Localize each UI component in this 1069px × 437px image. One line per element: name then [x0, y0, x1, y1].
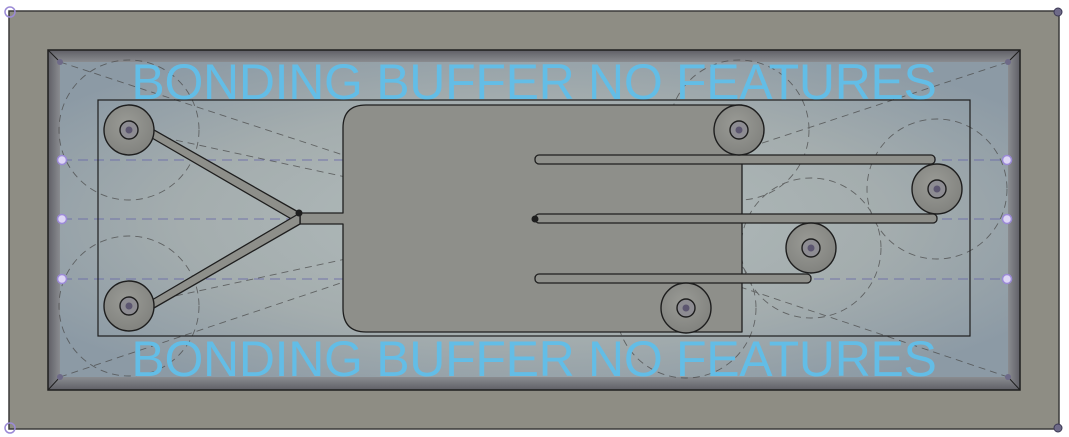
inner-boundary — [97, 99, 971, 337]
recess-wall-right — [1008, 50, 1020, 390]
ports — [103, 104, 963, 334]
port-outlet-4[interactable] — [660, 282, 712, 334]
junction-node-inlet[interactable] — [295, 209, 303, 217]
port-center-icon — [735, 126, 743, 134]
outlet-channel-3 — [534, 273, 812, 284]
sketch-point-icon[interactable] — [4, 422, 16, 434]
port-outlet-3[interactable] — [785, 222, 837, 274]
corner-point-icon[interactable] — [57, 59, 63, 65]
sketch-point-icon[interactable] — [4, 6, 16, 18]
port-center-icon — [125, 302, 133, 310]
outlet-channel-1 — [534, 154, 936, 165]
port-center-icon — [125, 126, 133, 134]
port-inlet-bottom-left[interactable] — [103, 280, 155, 332]
sketch-point-icon[interactable] — [56, 273, 68, 285]
corner-point-icon[interactable] — [1005, 374, 1011, 380]
sketch-point-icon[interactable] — [1001, 273, 1013, 285]
recess-wall-bottom — [48, 377, 1020, 390]
sketch-point-icon[interactable] — [1001, 154, 1013, 166]
port-outlet-1[interactable] — [713, 104, 765, 156]
corner-point-icon[interactable] — [1053, 7, 1063, 17]
corner-point-icon[interactable] — [1005, 59, 1011, 65]
recess-outline — [47, 49, 1021, 391]
recess-wall-left — [48, 50, 60, 390]
recess-wall-top — [48, 50, 1020, 62]
junction-node-outlet[interactable] — [531, 215, 539, 223]
channel-network — [139, 104, 938, 333]
sketch-point-icon[interactable] — [56, 154, 68, 166]
outlet-channel-2 — [534, 213, 938, 224]
port-inlet-top-left[interactable] — [103, 104, 155, 156]
sketch-point-icon[interactable] — [56, 213, 68, 225]
port-center-icon — [933, 185, 941, 193]
corner-point-icon[interactable] — [57, 374, 63, 380]
corner-point-icon[interactable] — [1053, 423, 1063, 433]
port-center-icon — [682, 304, 690, 312]
sketch-points — [4, 6, 1013, 434]
port-center-icon — [807, 244, 815, 252]
sketch-point-icon[interactable] — [1001, 213, 1013, 225]
corner-points — [57, 7, 1063, 433]
port-outlet-2[interactable] — [911, 163, 963, 215]
